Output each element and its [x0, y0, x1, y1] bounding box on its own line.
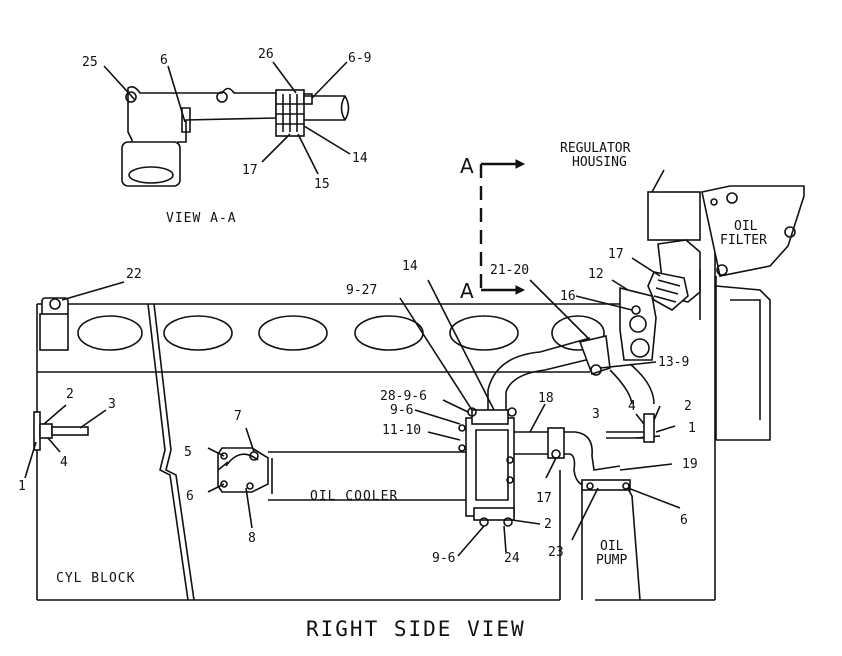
section-line — [479, 159, 526, 295]
callout-4-right: 4 — [628, 399, 636, 414]
callout-1-left: 1 — [18, 479, 26, 494]
callout-14-mid: 14 — [402, 259, 418, 274]
oil-cooler — [207, 427, 470, 529]
callout-18: 18 — [538, 391, 554, 406]
callout-7: 7 — [234, 409, 242, 424]
callout-9-6-b: 9-6 — [432, 551, 455, 566]
callout-24: 24 — [504, 551, 520, 566]
pipes — [487, 337, 673, 487]
callout-3-right: 3 — [592, 407, 600, 422]
engine-block — [36, 250, 716, 601]
regulator-area — [529, 169, 805, 443]
callout-6-9: 6-9 — [348, 51, 371, 66]
oil-pump-label-1: OIL — [600, 539, 624, 554]
cooler-housing — [399, 279, 541, 557]
callout-4-left: 4 — [60, 455, 68, 470]
left-fasteners — [24, 404, 107, 479]
regulator-housing-label-1: REGULATOR — [560, 141, 631, 156]
callout-28-9-6: 28-9-6 — [380, 389, 427, 404]
callout-17-low: 17 — [536, 491, 552, 506]
oil-pump-label-2: PUMP — [596, 553, 627, 568]
oil-filter-label-1: OIL — [734, 219, 758, 234]
view-a-a-inset — [121, 86, 350, 187]
callout-11-10: 11-10 — [382, 423, 421, 438]
callout-13-9: 13-9 — [658, 355, 689, 370]
callout-2-right: 2 — [684, 399, 692, 414]
section-mark-top: A — [460, 154, 474, 178]
inset-leaders — [103, 61, 351, 175]
callout-26: 26 — [258, 47, 274, 62]
callout-9-6-a: 9-6 — [390, 403, 413, 418]
callout-25: 25 — [82, 55, 98, 70]
callout-19: 19 — [682, 457, 698, 472]
cyl-block-label: CYL BLOCK — [56, 571, 135, 586]
view-caption: VIEW A-A — [166, 211, 237, 226]
callout-14: 14 — [352, 151, 368, 166]
callout-1-right: 1 — [688, 421, 696, 436]
callout-8: 8 — [248, 531, 256, 546]
callout-6-pump: 6 — [680, 513, 688, 528]
oil-cooler-label: OIL COOLER — [310, 489, 398, 504]
callout-22: 22 — [126, 267, 142, 282]
callout-21-20: 21-20 — [490, 263, 529, 278]
callout-23: 23 — [548, 545, 564, 560]
callout-6: 6 — [160, 53, 168, 68]
callout-5: 5 — [184, 445, 192, 460]
callout-2-left: 2 — [66, 387, 74, 402]
oil-pump — [571, 479, 681, 601]
callout-16: 16 — [560, 289, 576, 304]
regulator-housing-label-2: HOUSING — [572, 155, 627, 170]
callout-numbers: 25 6 26 6-9 17 15 14 22 9-27 14 21-20 17… — [18, 47, 698, 566]
callout-3-left: 3 — [108, 397, 116, 412]
section-mark-bottom: A — [460, 279, 474, 303]
oil-filter-label-2: FILTER — [720, 233, 767, 248]
page-title: RIGHT SIDE VIEW — [306, 617, 526, 641]
part-22-bracket — [39, 281, 125, 351]
callout-17-reg: 17 — [608, 247, 624, 262]
callout-9-27: 9-27 — [346, 283, 377, 298]
callout-6-cooler: 6 — [186, 489, 194, 504]
callout-12: 12 — [588, 267, 604, 282]
callout-15: 15 — [314, 177, 330, 192]
callout-17: 17 — [242, 163, 258, 178]
callout-2-low: 2 — [544, 517, 552, 532]
